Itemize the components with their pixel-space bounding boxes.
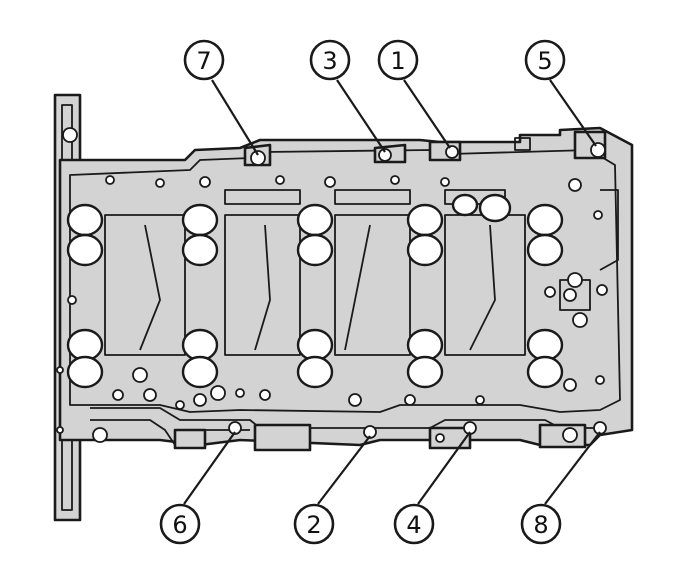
leader-lines xyxy=(183,79,601,505)
callout-label: 3 xyxy=(322,47,337,75)
leader-5 xyxy=(549,79,597,147)
callout-label: 7 xyxy=(196,47,211,75)
leader-8 xyxy=(544,431,601,505)
callout-label: 8 xyxy=(533,511,548,539)
callout-label: 2 xyxy=(306,511,321,539)
callout-targets xyxy=(228,142,607,439)
leader-3 xyxy=(336,79,386,153)
engine-block xyxy=(53,93,634,522)
leader-6 xyxy=(183,431,236,505)
leader-2 xyxy=(317,435,371,505)
bolt-holes xyxy=(56,127,608,443)
bolt-5 xyxy=(590,142,606,158)
leader-1 xyxy=(403,79,451,149)
callout-label: 4 xyxy=(406,511,421,539)
bolt-1 xyxy=(445,145,459,159)
bolt-6 xyxy=(228,421,242,435)
callout-label: 5 xyxy=(537,47,552,75)
callout-label: 6 xyxy=(172,511,187,539)
callout-6: 6 xyxy=(159,503,201,545)
leader-7 xyxy=(211,79,259,156)
leader-4 xyxy=(417,431,471,505)
bolt-8 xyxy=(593,421,607,435)
callout-7: 7 xyxy=(183,39,225,81)
bolt-3 xyxy=(378,148,392,162)
callout-8: 8 xyxy=(520,503,562,545)
callout-5: 5 xyxy=(524,39,566,81)
bolt-7 xyxy=(250,150,266,166)
callout-4: 4 xyxy=(393,503,435,545)
bolt-4 xyxy=(463,421,477,435)
callout-label: 1 xyxy=(390,47,405,75)
callout-2: 2 xyxy=(293,503,335,545)
bearing-bores xyxy=(66,193,564,389)
callout-3: 3 xyxy=(309,39,351,81)
callout-1: 1 xyxy=(377,39,419,81)
bolt-2 xyxy=(363,425,377,439)
